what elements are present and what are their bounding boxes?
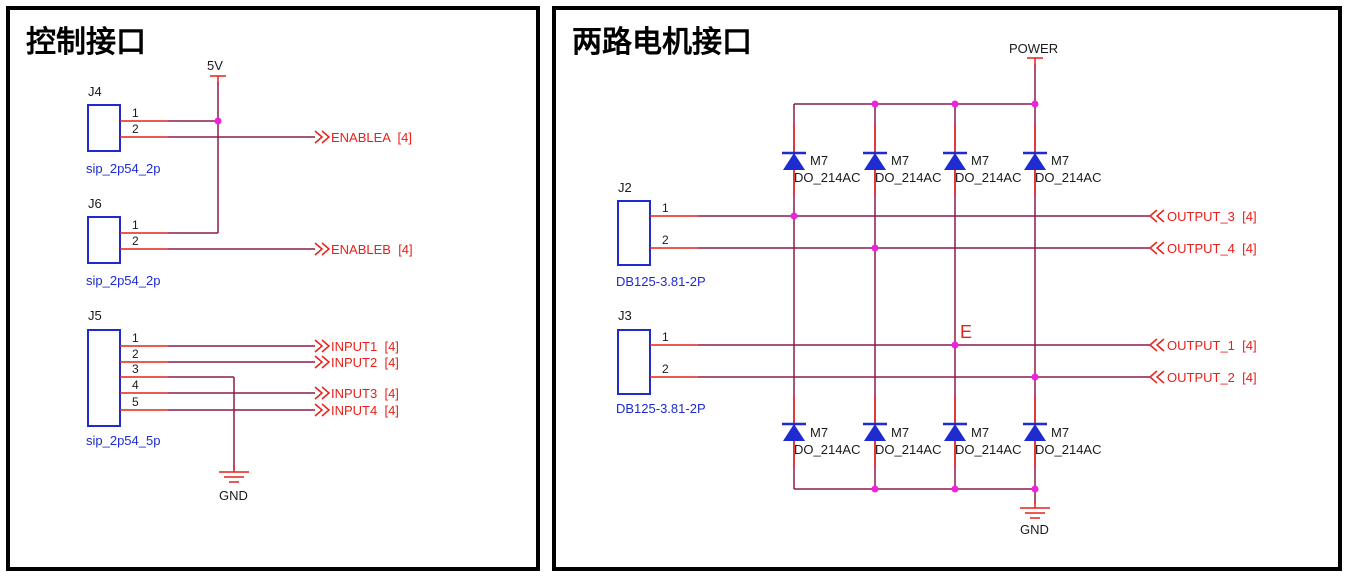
j3-footprint: DB125-3.81-2P <box>616 401 706 416</box>
power-symbol <box>1027 57 1043 66</box>
port-output4: OUTPUT_4 [4] <box>1167 241 1257 256</box>
connector-j3 <box>617 329 698 395</box>
diode-bottom-2-footprint: DO_214AC <box>875 442 941 457</box>
port-input3: INPUT3 [4] <box>331 386 399 401</box>
diode-bottom-1-ref: M7 <box>810 425 828 440</box>
left-port-arrows <box>314 130 331 417</box>
gnd-right-symbol <box>1020 502 1050 519</box>
port-output3: OUTPUT_3 [4] <box>1167 209 1257 224</box>
left-panel-title: 控制接口 <box>26 25 146 60</box>
j3-ref: J3 <box>618 308 632 323</box>
diode-top-1-footprint: DO_214AC <box>794 170 860 185</box>
diode-bottom-1 <box>782 395 806 468</box>
diode-top-4-footprint: DO_214AC <box>1035 170 1101 185</box>
connector-j2 <box>617 200 698 266</box>
diode-top-1 <box>782 123 806 196</box>
port-enableb: ENABLEB [4] <box>331 242 413 257</box>
diode-bottom-4 <box>1023 395 1047 468</box>
power-5v-symbol <box>210 75 226 84</box>
port-input1: INPUT1 [4] <box>331 339 399 354</box>
power-label: POWER <box>1009 41 1058 56</box>
diode-top-2 <box>863 123 887 196</box>
left-wires <box>168 82 315 470</box>
port-input4: INPUT4 [4] <box>331 403 399 418</box>
port-enablea: ENABLEA [4] <box>331 130 412 145</box>
diode-bottom-2 <box>863 395 887 468</box>
j5-pin-3: 3 <box>132 362 139 376</box>
port-output2: OUTPUT_2 [4] <box>1167 370 1257 385</box>
junction-dot <box>871 485 879 493</box>
j4-pin-2: 2 <box>132 122 139 136</box>
junction-dot <box>951 341 959 349</box>
j4-pin-1: 1 <box>132 106 139 120</box>
gnd-right-label: GND <box>1020 522 1049 537</box>
diode-bottom-3-ref: M7 <box>971 425 989 440</box>
right-panel-frame <box>552 6 1342 571</box>
j5-pin-2: 2 <box>132 347 139 361</box>
diode-top-3 <box>943 123 967 196</box>
j2-footprint: DB125-3.81-2P <box>616 274 706 289</box>
diode-bottom-2-ref: M7 <box>891 425 909 440</box>
j2-pin-2: 2 <box>662 233 669 247</box>
connector-j5 <box>87 329 168 427</box>
j4-ref: J4 <box>88 84 102 99</box>
right-wires <box>698 64 1150 504</box>
diode-top-1-ref: M7 <box>810 153 828 168</box>
j5-ref: J5 <box>88 308 102 323</box>
junction-dot <box>214 117 222 125</box>
diode-top-3-footprint: DO_214AC <box>955 170 1021 185</box>
j6-pin-1: 1 <box>132 218 139 232</box>
diode-top-4 <box>1023 123 1047 196</box>
junction-dot <box>871 100 879 108</box>
diode-top-2-ref: M7 <box>891 153 909 168</box>
right-panel-title: 两路电机接口 <box>572 25 752 60</box>
diode-top-2-footprint: DO_214AC <box>875 170 941 185</box>
diode-top-3-ref: M7 <box>971 153 989 168</box>
junction-dot <box>1031 373 1039 381</box>
junction-dot <box>951 485 959 493</box>
j3-pin-1: 1 <box>662 330 669 344</box>
power-5v-label: 5V <box>207 58 223 73</box>
junction-dot <box>790 212 798 220</box>
connector-j4 <box>87 104 168 152</box>
j3-pin-2: 2 <box>662 362 669 376</box>
right-port-arrows <box>1148 209 1165 384</box>
junction-dot <box>951 100 959 108</box>
marker-e: E <box>960 322 972 342</box>
j5-pin-1: 1 <box>132 331 139 345</box>
diode-bottom-3-footprint: DO_214AC <box>955 442 1021 457</box>
j6-ref: J6 <box>88 196 102 211</box>
gnd-left-label: GND <box>219 488 248 503</box>
junction-dot <box>1031 485 1039 493</box>
diode-bottom-4-footprint: DO_214AC <box>1035 442 1101 457</box>
diode-bottom-3 <box>943 395 967 468</box>
port-output1: OUTPUT_1 [4] <box>1167 338 1257 353</box>
j2-pin-1: 1 <box>662 201 669 215</box>
diode-bottom-4-ref: M7 <box>1051 425 1069 440</box>
j5-footprint: sip_2p54_5p <box>86 433 160 448</box>
port-input2: INPUT2 [4] <box>331 355 399 370</box>
j5-pin-4: 4 <box>132 378 139 392</box>
connector-j6 <box>87 216 168 264</box>
junction-dot <box>1031 100 1039 108</box>
diode-top-4-ref: M7 <box>1051 153 1069 168</box>
left-panel-frame <box>6 6 540 571</box>
junction-dot <box>871 244 879 252</box>
diode-bottom-1-footprint: DO_214AC <box>794 442 860 457</box>
j5-pin-5: 5 <box>132 395 139 409</box>
j6-footprint: sip_2p54_2p <box>86 273 160 288</box>
j6-pin-2: 2 <box>132 234 139 248</box>
gnd-left-symbol <box>219 466 249 483</box>
j2-ref: J2 <box>618 180 632 195</box>
j4-footprint: sip_2p54_2p <box>86 161 160 176</box>
